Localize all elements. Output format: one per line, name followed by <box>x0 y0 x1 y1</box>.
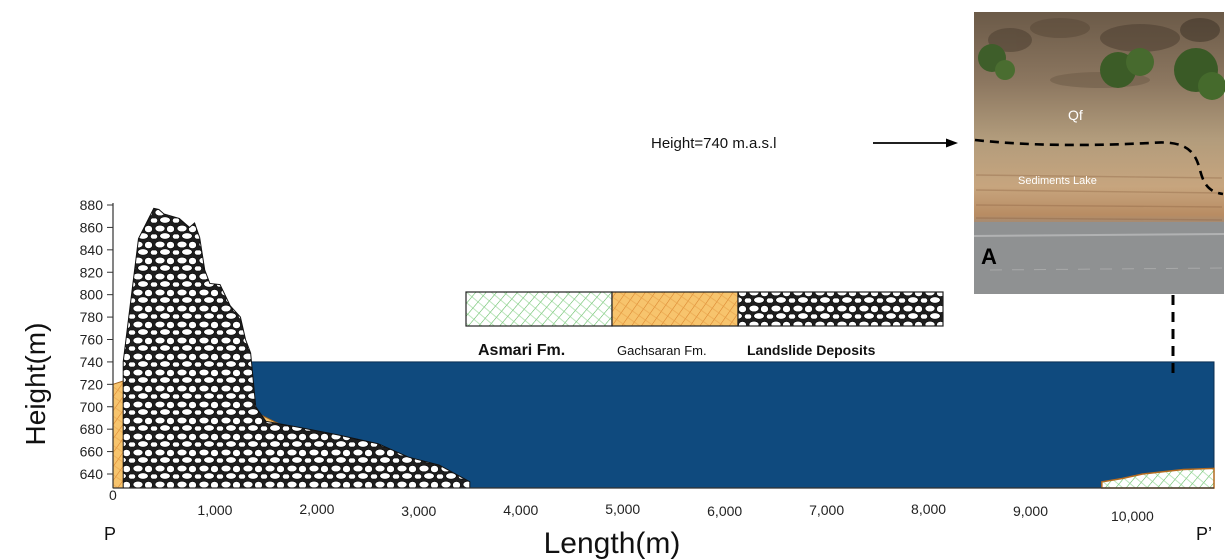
y-tick-label: 840 <box>80 242 104 258</box>
photo-panel-letter: A <box>981 244 997 269</box>
x-tick-label: 10,000 <box>1111 508 1154 524</box>
x-tick-label: 6,000 <box>707 503 742 519</box>
legend: Asmari Fm. Gachsaran Fm. Landslide Depos… <box>465 291 944 359</box>
height-annotation: Height=740 m.a.s.l <box>651 135 777 152</box>
legend-swatch-asmari <box>465 291 613 327</box>
y-tick-label: 880 <box>80 197 104 213</box>
y-tick-label: 720 <box>80 376 104 392</box>
y-tick-label: 740 <box>80 354 104 370</box>
legend-swatch-gachsaran <box>611 291 739 327</box>
legend-label-landslide: Landslide Deposits <box>747 342 876 358</box>
y-tick-label: 660 <box>80 444 104 460</box>
x-tick-label: 4,000 <box>503 502 538 518</box>
x-tick-label: 3,000 <box>401 503 436 519</box>
x-tick-label: 1,000 <box>197 502 232 518</box>
photo-label-qf: Qf <box>1068 107 1083 123</box>
x-tick-label: 9,000 <box>1013 503 1048 519</box>
profile-start-label: P <box>104 524 116 544</box>
legend-label-gachsaran: Gachsaran Fm. <box>617 343 707 358</box>
x-axis-title: Length(m) <box>544 527 681 560</box>
field-photo: Qf Sediments Lake A <box>973 12 1225 294</box>
y-tick-label: 760 <box>80 332 104 348</box>
arrow-head-icon <box>946 138 958 148</box>
profile-end-label: P’ <box>1196 524 1212 544</box>
x-axis-ticks: 0 1,000 2,000 3,000 4,000 5,000 6,000 7,000 8,00… <box>109 487 1154 524</box>
y-axis-ticks: 640 660 680 700 720 740 760 780 800 820 840 860 880 <box>80 197 113 482</box>
x-tick-label: 2,000 <box>299 501 334 517</box>
y-tick-label: 860 <box>80 219 104 235</box>
landslide-deposits-area <box>122 207 471 489</box>
legend-label-asmari: Asmari Fm. <box>478 342 565 359</box>
x-tick-label: 8,000 <box>911 501 946 517</box>
y-tick-label: 800 <box>80 287 104 303</box>
x-tick-label: 7,000 <box>809 502 844 518</box>
y-axis-title: Height(m) <box>20 323 51 446</box>
y-tick-label: 680 <box>80 421 104 437</box>
y-tick-label: 780 <box>80 309 104 325</box>
photo-label-sediments: Sediments Lake <box>1018 175 1097 187</box>
x-tick-label: 5,000 <box>605 501 640 517</box>
y-tick-label: 700 <box>80 399 104 415</box>
y-tick-label: 640 <box>80 466 104 482</box>
y-tick-label: 820 <box>80 264 104 280</box>
legend-swatch-landslide <box>737 291 944 327</box>
asmari-formation-area <box>1101 467 1215 489</box>
x-tick-label: 0 <box>109 487 117 503</box>
